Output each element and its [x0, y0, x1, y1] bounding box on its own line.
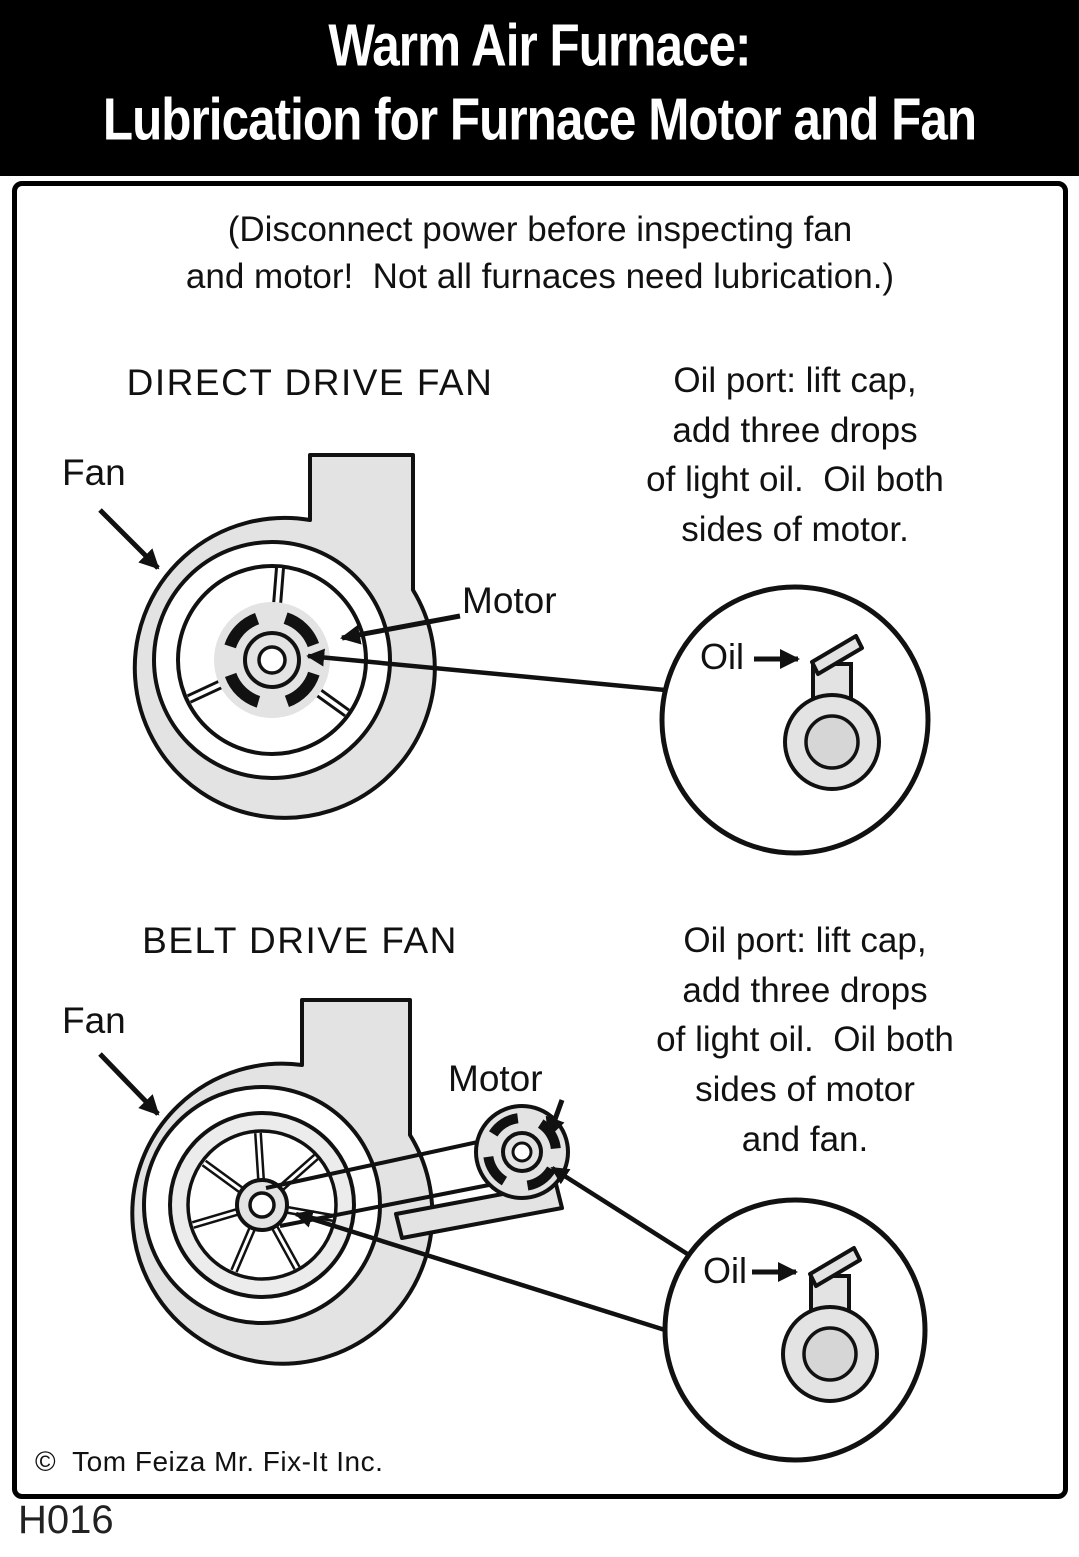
direct-drive-fan-label: Fan	[62, 452, 126, 493]
belt-drive-fan-drawing	[98, 998, 928, 1463]
oil-detail-belt	[662, 1197, 928, 1463]
oil-detail-direct	[659, 584, 931, 856]
copyright-text: © Tom Feiza Mr. Fix-It Inc.	[35, 1446, 384, 1477]
oil-port-icon	[783, 634, 881, 791]
motor-arrow-belt	[545, 1099, 565, 1138]
belt-drive-oil-label: Oil	[703, 1250, 747, 1291]
motor-drawing	[214, 602, 330, 718]
belt-pulley-wheel	[168, 1111, 356, 1299]
fan-arrow	[98, 508, 160, 570]
belt-drive-fan-label: Fan	[62, 1000, 126, 1041]
motor-arrow	[340, 613, 461, 645]
safety-warning: (Disconnect power before inspecting fan …	[185, 210, 895, 297]
direct-drive-heading: DIRECT DRIVE FAN	[126, 362, 494, 403]
fan-arrow-belt	[98, 1052, 160, 1116]
belt-drive-motor-label: Motor	[448, 1058, 543, 1099]
belt-drive-heading: BELT DRIVE FAN	[142, 920, 458, 961]
title-bar: Warm Air Furnace: Lubrication for Furnac…	[0, 0, 1079, 176]
page-title-line-1: Warm Air Furnace:	[328, 12, 751, 80]
figure-code: H016	[18, 1498, 114, 1542]
direct-drive-oil-label: Oil	[700, 636, 744, 677]
magnifier-leader-line-hub	[294, 1210, 666, 1333]
magnifier-leader-line	[306, 648, 666, 693]
magnifier-leader-line-motor	[550, 1166, 691, 1257]
page-title-line-2: Lubrication for Furnace Motor and Fan	[102, 86, 977, 154]
direct-drive-instructions: Oil port: lift cap, add three drops of l…	[646, 361, 944, 550]
direct-drive-fan-drawing	[98, 453, 931, 856]
oil-port-icon-belt	[781, 1246, 879, 1403]
direct-drive-motor-label: Motor	[462, 580, 557, 621]
belt-drive-instructions: Oil port: lift cap, add three drops of l…	[656, 921, 954, 1159]
